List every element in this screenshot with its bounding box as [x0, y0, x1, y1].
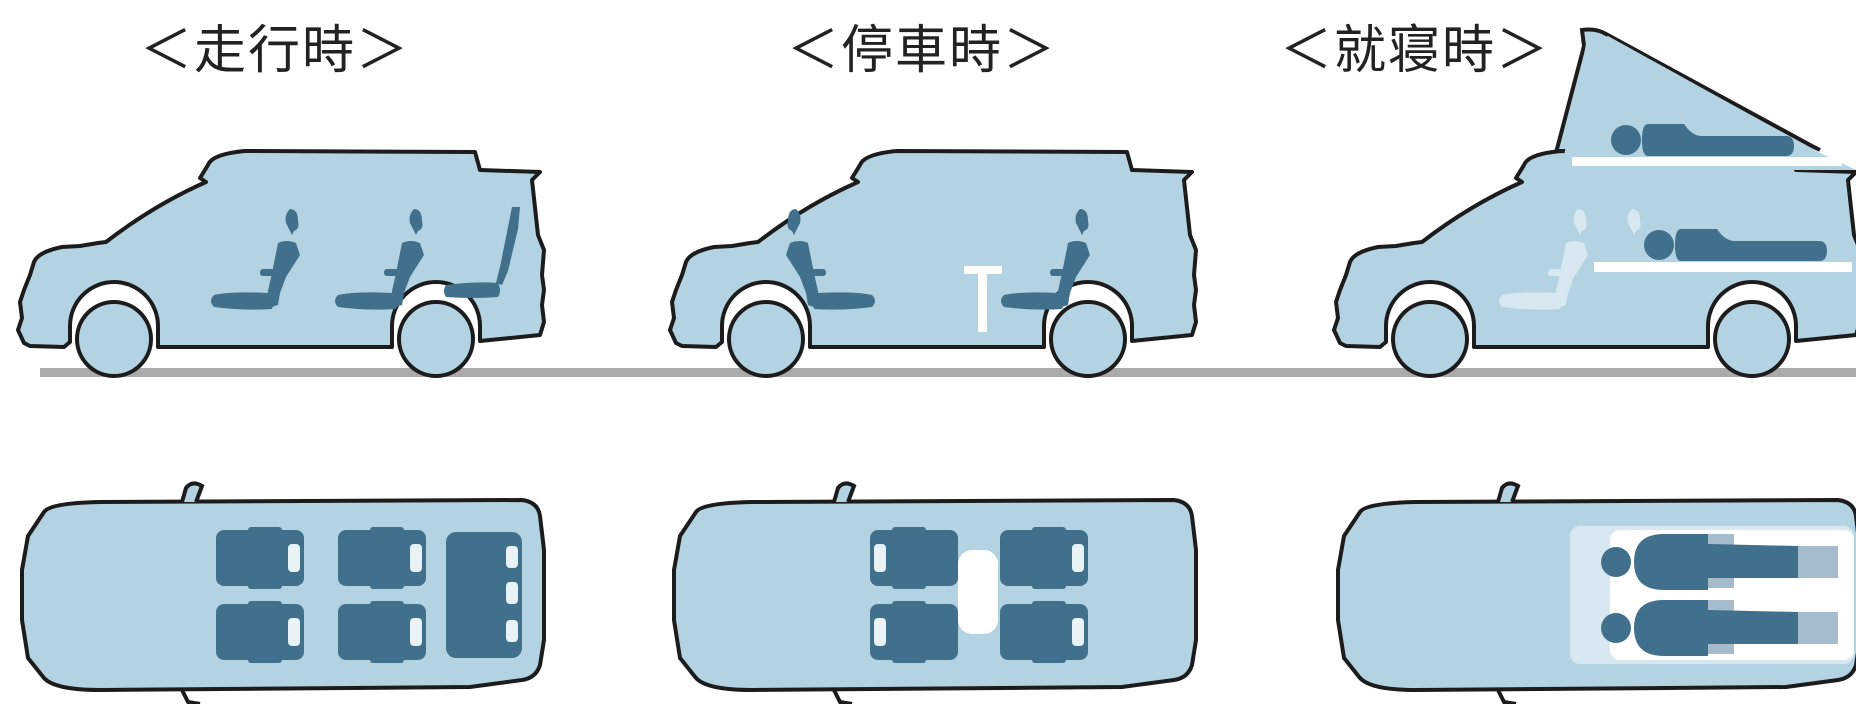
- van-top-parked: [672, 481, 1198, 704]
- van-side-driving: [16, 149, 546, 378]
- van-side-parked: [668, 149, 1198, 378]
- van-side-sleeping: [1332, 27, 1856, 378]
- van-top-sleeping: [1336, 481, 1856, 704]
- mode-title-sleeping: ＜就寝時＞: [1280, 21, 1551, 81]
- mode-title-parked: ＜停車時＞: [787, 21, 1058, 81]
- van-top-driving: [20, 481, 546, 704]
- ground-line: [40, 368, 1856, 377]
- mode-title-driving: ＜走行時＞: [140, 21, 411, 81]
